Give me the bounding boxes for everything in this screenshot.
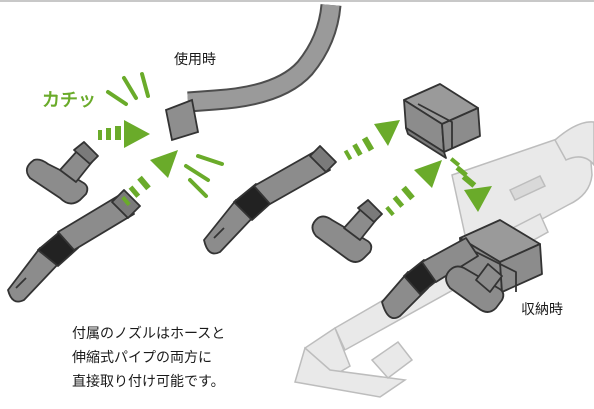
- nozzle-holder-block: [403, 83, 481, 159]
- in-use-label: 使用時: [174, 52, 216, 68]
- top-divider: [0, 0, 594, 2]
- stored-label: 収納時: [521, 302, 563, 318]
- motion-arrow-middle-upper: [343, 120, 400, 161]
- crevice-nozzle-middle: [203, 145, 337, 255]
- motion-arrow-down-to-storage: [449, 157, 492, 212]
- dust-brush-nozzle-left: [25, 141, 99, 205]
- motion-arrow-left-upper: [98, 120, 150, 148]
- motion-arrow-middle-lower: [385, 160, 442, 217]
- motion-arrow-left-lower: [121, 150, 178, 207]
- caption-text: 付属のノズルはホースと 伸縮式パイプの両方に 直接取り付け可能です。: [72, 322, 225, 394]
- click-burst-lines: [106, 72, 224, 198]
- caption-line: 付属のノズルはホースと: [72, 326, 226, 342]
- caption-line: 直接取り付け可能です。: [72, 374, 225, 390]
- caption-line: 伸縮式パイプの両方に: [72, 350, 212, 366]
- crevice-nozzle-left: [7, 189, 141, 303]
- click-sound-label: カチッ: [42, 90, 96, 111]
- hose: [164, 3, 342, 142]
- hose-end-connector: [164, 98, 200, 142]
- dust-brush-nozzle-middle: [311, 199, 383, 263]
- stored-holder-assembly: [381, 219, 543, 320]
